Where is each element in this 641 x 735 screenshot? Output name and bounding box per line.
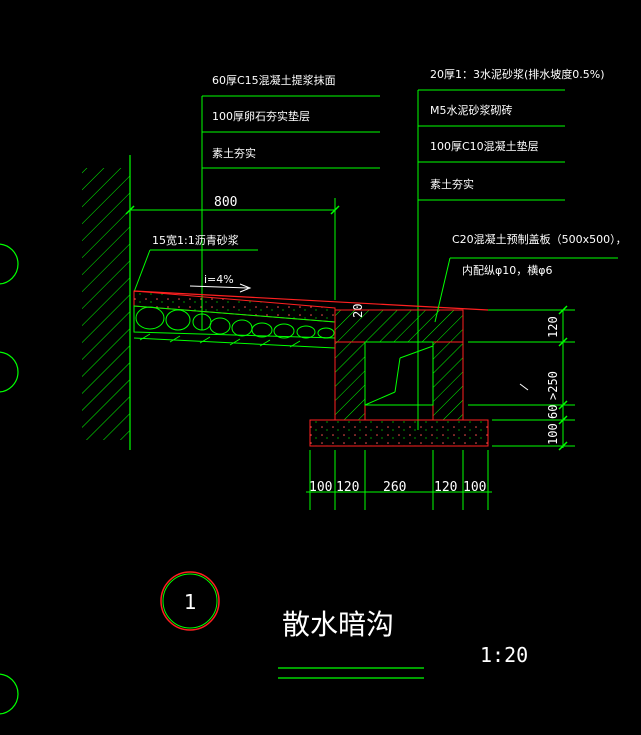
cover-note-1: C20混凝土预制盖板（500x500）， (452, 232, 627, 246)
dimension-bottom (306, 450, 492, 510)
slope-arrow (189, 283, 252, 293)
dim-bottom-1: 100 (309, 480, 332, 495)
dim-bottom-3: 260 (383, 480, 406, 495)
cover-note-2: 内配纵φ10，横φ6 (462, 263, 553, 277)
dim-bottom-2: 120 (336, 480, 359, 495)
dimension-right (468, 305, 575, 451)
left-callout-leader (201, 95, 380, 330)
drawing-scale: 1:20 (480, 643, 528, 667)
right-callout-leader (417, 89, 565, 430)
cover-note-leader (434, 257, 618, 323)
layer-right-4: 素土夯实 (430, 177, 474, 191)
layer-left-2: 100厚卵石夯实垫层 (212, 109, 310, 123)
sealant-leader (133, 249, 258, 293)
layer-left-3: 素土夯实 (212, 146, 256, 160)
gravel-layer (133, 305, 336, 349)
trench-structure (309, 309, 489, 447)
layer-right-3: 100厚C10混凝土垫层 (430, 139, 539, 153)
layer-right-2: M5水泥砂浆砌砖 (430, 103, 513, 117)
dim-right-100: 100 (546, 423, 560, 445)
building-wall (82, 155, 131, 450)
layer-left-1: 60厚C15混凝土提浆抹面 (212, 73, 336, 87)
dim-bottom-4: 120 (434, 480, 457, 495)
dim-right-250: >250 (546, 371, 560, 400)
detail-number: 1 (184, 590, 197, 614)
dim-800-label: 800 (214, 195, 237, 210)
layer-right-1: 20厚1：3水泥砂浆(排水坡度0.5%) (430, 67, 605, 81)
slope-label: i=4% (204, 273, 234, 286)
detail-bubble (160, 571, 220, 631)
edge-circle-marks (0, 243, 19, 715)
title-underline (278, 667, 424, 679)
dim-right-120: 120 (546, 316, 560, 338)
dim-bottom-5: 100 (463, 480, 486, 495)
drawing-title: 散水暗沟 (282, 608, 394, 641)
sealant-note: 15宽1:1沥青砂浆 (152, 233, 239, 247)
dim-right-60: 60 (546, 405, 560, 419)
dimension-800 (125, 198, 340, 300)
